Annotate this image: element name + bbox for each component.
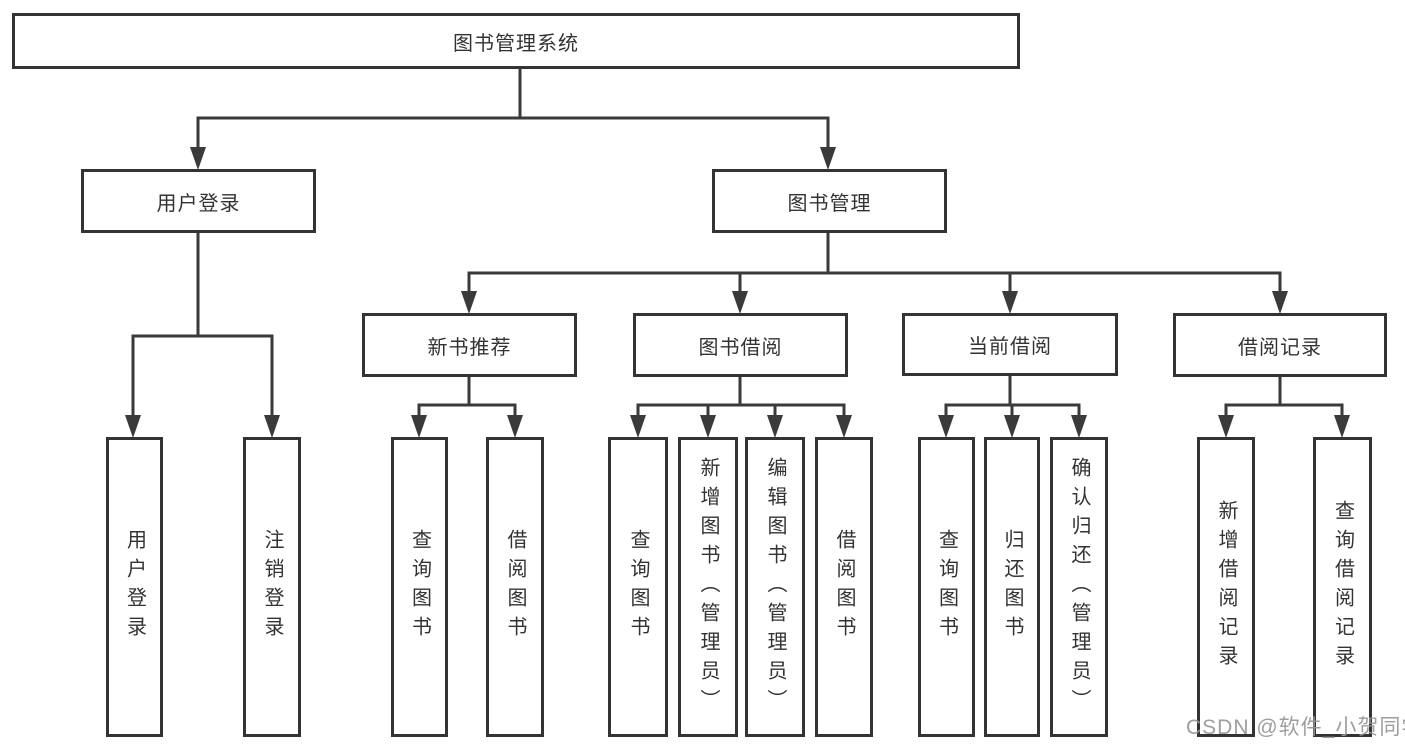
node-new-book-recommend: 新书推荐 [362,313,577,377]
node-book-borrow-label: 图书借阅 [698,336,783,359]
node-bb-query-books: 查询图书 [608,437,668,737]
node-nb-borrow-books: 借阅图书 [486,437,544,737]
node-nb-borrow-books-label: 借阅图书 [504,529,526,645]
node-user-login-label: 用户登录 [123,529,146,645]
node-bb-borrow-books-label: 借阅图书 [833,529,855,645]
node-cb-confirm-return-admin: 确认归还（管理员） [1050,437,1108,737]
node-book-management-group-label: 图书管理 [787,192,872,215]
node-current-borrow: 当前借阅 [902,313,1118,376]
node-book-management-group: 图书管理 [712,169,947,233]
node-cb-return-books-label: 归还图书 [1001,529,1023,645]
node-br-add-record: 新增借阅记录 [1197,437,1255,737]
node-cb-query-books-label: 查询图书 [935,529,958,645]
node-logout: 注销登录 [243,437,301,737]
node-cb-query-books: 查询图书 [918,437,975,737]
node-bb-add-books-admin-label: 新增图书（管理员） [697,456,719,718]
node-bb-query-books-label: 查询图书 [627,529,649,645]
node-logout-label: 注销登录 [261,529,283,645]
node-nb-query-books-label: 查询图书 [408,529,431,645]
node-user-login-group-label: 用户登录 [156,192,241,215]
node-root: 图书管理系统 [12,13,1020,69]
node-borrow-record-label: 借阅记录 [1238,336,1322,359]
node-user-login: 用户登录 [106,437,163,737]
node-root-label: 图书管理系统 [453,32,579,55]
node-nb-query-books: 查询图书 [391,437,448,737]
node-bb-edit-books-admin: 编辑图书（管理员） [745,437,805,737]
node-br-query-record-label: 查询借阅记录 [1331,500,1354,674]
node-br-add-record-label: 新增借阅记录 [1215,500,1237,674]
node-current-borrow-label: 当前借阅 [968,336,1052,358]
node-bb-edit-books-admin-label: 编辑图书（管理员） [764,456,786,718]
node-cb-return-books: 归还图书 [984,437,1040,737]
node-br-query-record: 查询借阅记录 [1313,437,1372,737]
node-bb-add-books-admin: 新增图书（管理员） [678,437,738,737]
csdn-watermark: CSDN @软件_小贺同学 [1186,716,1405,739]
node-cb-confirm-return-admin-label: 确认归还（管理员） [1068,456,1090,718]
node-borrow-record: 借阅记录 [1173,313,1387,377]
node-bb-borrow-books: 借阅图书 [815,437,873,737]
node-book-borrow: 图书借阅 [633,313,848,377]
node-user-login-group: 用户登录 [81,169,316,233]
node-new-book-recommend-label: 新书推荐 [427,336,512,359]
